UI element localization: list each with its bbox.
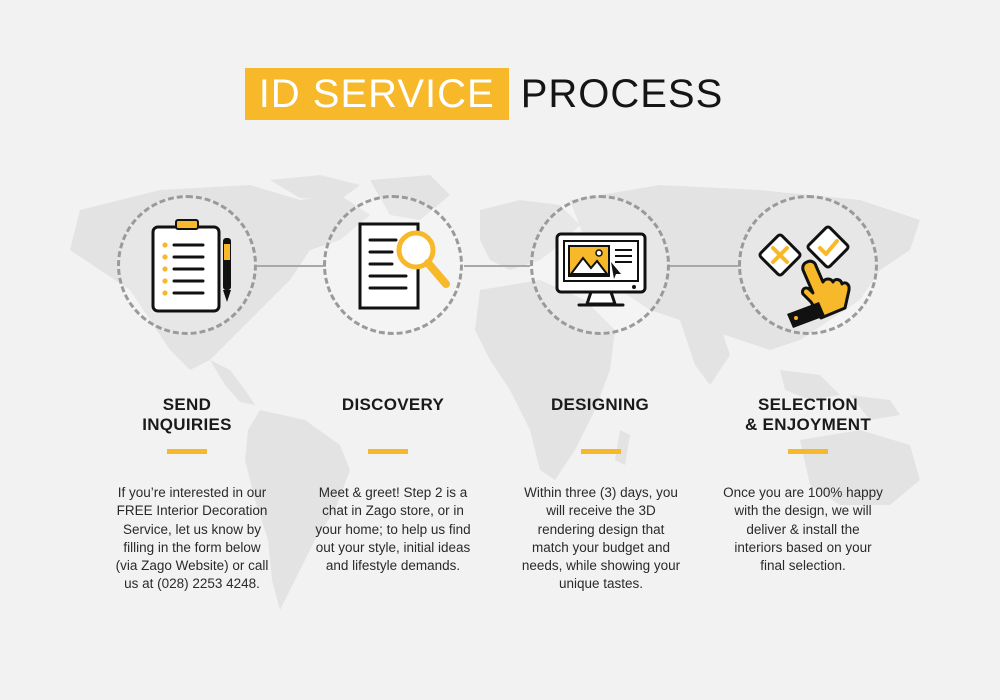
- step-2-circle: [323, 195, 463, 335]
- hand-selecting-check-icon: [758, 225, 851, 328]
- step-1-title-line2: INQUIRIES: [142, 415, 232, 434]
- step-4-underline: [788, 449, 828, 454]
- step-4-title-line1: SELECTION: [758, 395, 858, 414]
- step-1-underline: [167, 449, 207, 454]
- step-2-title: DISCOVERY: [298, 395, 488, 415]
- step-4-description: Once you are 100% happy with the design,…: [723, 485, 883, 574]
- step-3-description: Within three (3) days, you will receive …: [521, 485, 681, 592]
- step-2-underline: [368, 449, 408, 454]
- step-3-circle: [530, 195, 670, 335]
- step-1-title: SEND INQUIRIES: [92, 395, 282, 435]
- title-rest: PROCESS: [520, 72, 724, 116]
- step-4-title: SELECTION & ENJOYMENT: [713, 395, 903, 435]
- step-3-title: DESIGNING: [505, 395, 695, 415]
- step-1-circle: [117, 195, 257, 335]
- step-2-description: Meet & greet! Step 2 is a chat in Zago s…: [315, 485, 471, 574]
- step-4-title-line2: & ENJOYMENT: [744, 415, 872, 434]
- step-2-title-line1: DISCOVERY: [341, 395, 445, 414]
- step-3-title-line1: DESIGNING: [550, 395, 650, 414]
- page-title: ID SERVICE PROCESS: [0, 68, 1000, 120]
- step-1-description: If you’re interested in our FREE Interio…: [115, 485, 269, 592]
- connector-line-2: [464, 265, 530, 267]
- step-4-circle: [738, 195, 878, 335]
- step-3-underline: [581, 449, 621, 454]
- title-highlight: ID SERVICE: [244, 68, 509, 120]
- connector-line-3: [668, 265, 741, 267]
- connector-line-1: [257, 265, 326, 267]
- step-1-title-line1: SEND: [162, 395, 212, 414]
- clipboard-pen-icon: [151, 219, 231, 313]
- document-magnifier-icon: [358, 222, 450, 310]
- monitor-design-icon: [555, 232, 647, 307]
